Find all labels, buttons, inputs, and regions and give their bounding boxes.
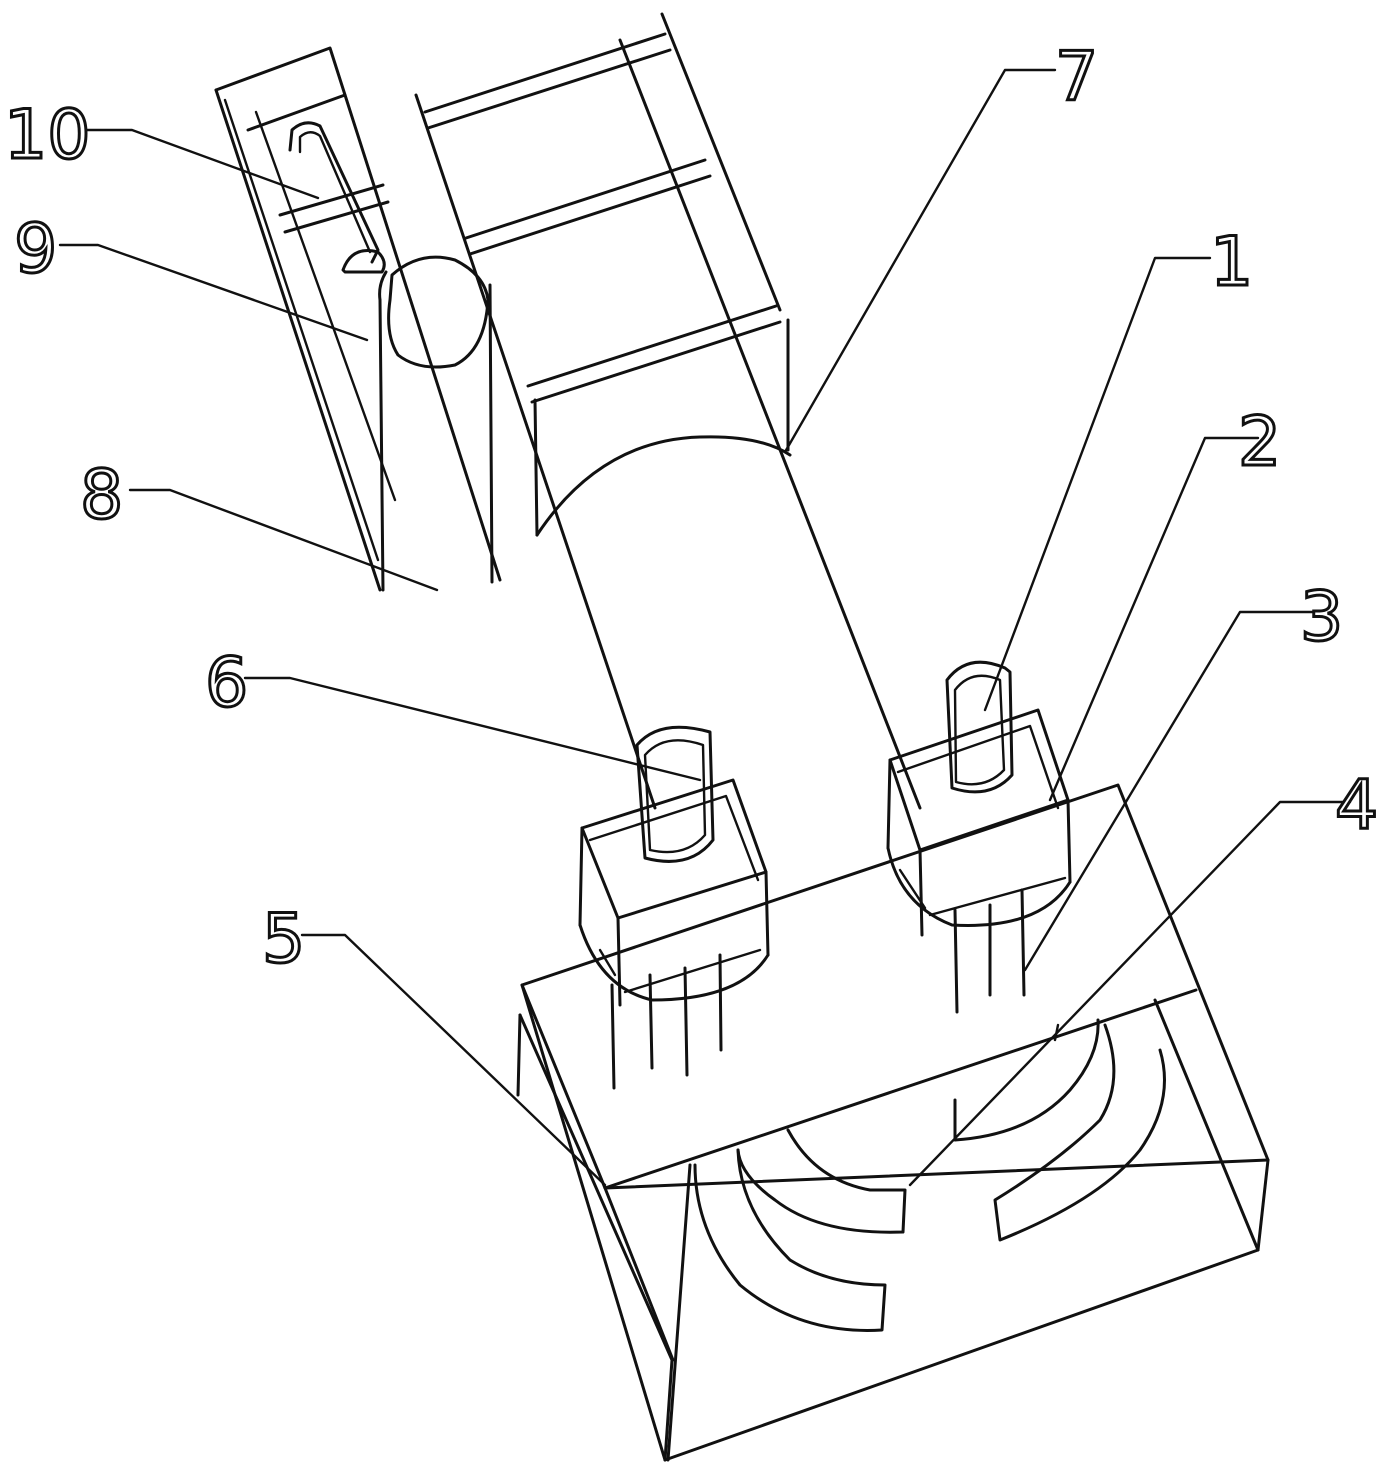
callout-5: 5 <box>262 900 305 979</box>
callout-labels: 1 2 3 4 5 6 7 8 9 10 <box>3 37 1380 981</box>
callout-4: 4 <box>1335 766 1378 845</box>
right-connector <box>886 660 1072 1014</box>
leader-lines <box>58 68 1352 1187</box>
callout-8: 8 <box>80 456 123 535</box>
pivot-rod <box>488 283 494 584</box>
callout-2: 2 <box>1238 403 1281 482</box>
main-column <box>414 12 922 810</box>
base-housing <box>516 783 1270 1462</box>
callout-9: 9 <box>14 210 57 289</box>
pivot-circle <box>387 255 490 369</box>
callout-6: 6 <box>205 644 248 723</box>
callout-1: 1 <box>1210 223 1253 302</box>
callout-3: 3 <box>1300 578 1343 657</box>
callout-10: 10 <box>4 96 91 175</box>
left-plate <box>214 46 502 592</box>
callout-7: 7 <box>1055 38 1098 117</box>
left-connector <box>578 725 770 1090</box>
